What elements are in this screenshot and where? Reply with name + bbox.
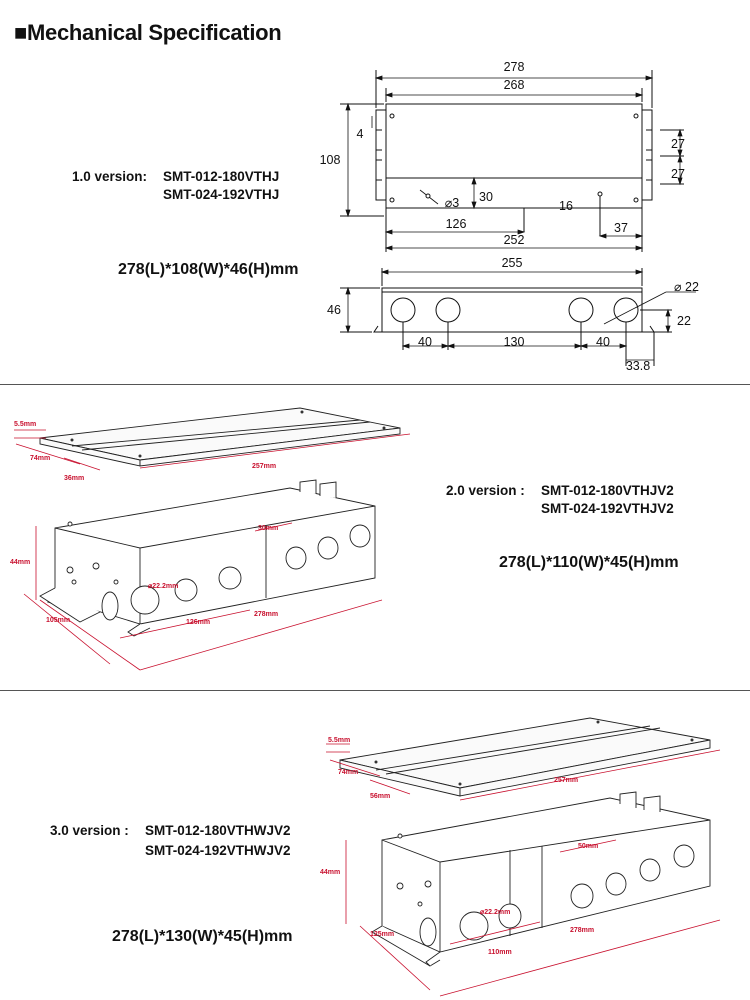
v1-dim-4: 4 <box>357 127 364 141</box>
v1-dim-252: 252 <box>504 233 525 247</box>
v1-top-view-drawing: 278 268 108 4 27 27 30 ⌀3 16 126 37 252 <box>320 60 685 252</box>
v2-label-36mm: 36mm <box>64 475 84 482</box>
v2-label-5-5mm: 5.5mm <box>14 421 36 428</box>
v3-enclosure-drawing: 5.5mm 74mm 56mm 257mm 50mm 44mm ⌀22.2mm … <box>320 717 721 997</box>
v3-label-278mm: 278mm <box>570 927 594 934</box>
v2-label-44mm: 44mm <box>10 559 30 566</box>
v3-label-22-2mm: ⌀22.2mm <box>480 909 510 916</box>
v3-label-125mm: 125mm <box>370 931 394 938</box>
v2-label-74mm: 74mm <box>30 455 50 462</box>
page-title: ■Mechanical Specification <box>14 20 282 45</box>
v2-enclosure-drawing: 5.5mm 74mm 36mm 257mm 30mm 44mm ⌀22.2mm … <box>10 407 411 671</box>
v3-label-56mm: 56mm <box>370 793 390 800</box>
v1-dim-22: 22 <box>677 314 691 328</box>
v3-label-44mm: 44mm <box>320 869 340 876</box>
v3-version-label: 3.0 version : <box>50 823 129 838</box>
section-divider-1 <box>0 384 750 385</box>
v2-model-1: SMT-012-180VTHJV2 <box>541 483 674 498</box>
v1-dim-126: 126 <box>446 217 467 231</box>
v1-dim-278: 278 <box>504 60 525 74</box>
v2-label-105mm: 105mm <box>46 617 70 624</box>
v1-dimensions: 278(L)*108(W)*46(H)mm <box>118 261 299 278</box>
v2-label-30mm: 30mm <box>258 525 278 532</box>
v1-dim-46: 46 <box>327 303 341 317</box>
v2-model-2: SMT-024-192VTHJV2 <box>541 501 674 516</box>
v3-model-2: SMT-024-192VTHWJV2 <box>145 843 291 858</box>
v3-label-257mm: 257mm <box>554 777 578 784</box>
v3-model-1: SMT-012-180VTHWJV2 <box>145 823 291 838</box>
v1-dim-33-8: 33.8 <box>626 359 650 373</box>
v1-dim-hole-22: ⌀ 22 <box>674 280 699 294</box>
v1-dim-268: 268 <box>504 78 525 92</box>
v1-dim-108: 108 <box>320 153 341 167</box>
v3-label-50mm: 50mm <box>578 843 598 850</box>
v1-model-1: SMT-012-180VTHJ <box>163 169 280 184</box>
v1-dim-hole-3: ⌀3 <box>445 196 460 210</box>
v1-model-2: SMT-024-192VTHJ <box>163 187 280 202</box>
v1-dim-130: 130 <box>504 335 525 349</box>
section-divider-2 <box>0 690 750 691</box>
v3-label-74mm: 74mm <box>338 769 358 776</box>
v3-label-5-5mm: 5.5mm <box>328 737 350 744</box>
v1-dim-255: 255 <box>502 256 523 270</box>
v2-label-278mm: 278mm <box>254 611 278 618</box>
v1-dim-30: 30 <box>479 190 493 204</box>
v1-dim-27a: 27 <box>671 137 685 151</box>
v2-version-label: 2.0 version : <box>446 483 525 498</box>
v3-dimensions: 278(L)*130(W)*45(H)mm <box>112 928 293 945</box>
v2-label-126mm: 126mm <box>186 619 210 626</box>
v1-side-view-drawing: 255 46 ⌀ 22 22 40 130 40 33.8 <box>327 256 699 373</box>
v1-dim-40b: 40 <box>596 335 610 349</box>
v2-label-257mm: 257mm <box>252 463 276 470</box>
v3-label-110mm: 110mm <box>488 949 512 956</box>
v2-dimensions: 278(L)*110(W)*45(H)mm <box>499 554 679 571</box>
v1-version-label: 1.0 version: <box>72 169 148 184</box>
v1-dim-16: 16 <box>559 199 573 213</box>
v1-dim-37: 37 <box>614 221 628 235</box>
v2-label-22-2mm: ⌀22.2mm <box>148 583 178 590</box>
v1-dim-40a: 40 <box>418 335 432 349</box>
v1-dim-27b: 27 <box>671 167 685 181</box>
